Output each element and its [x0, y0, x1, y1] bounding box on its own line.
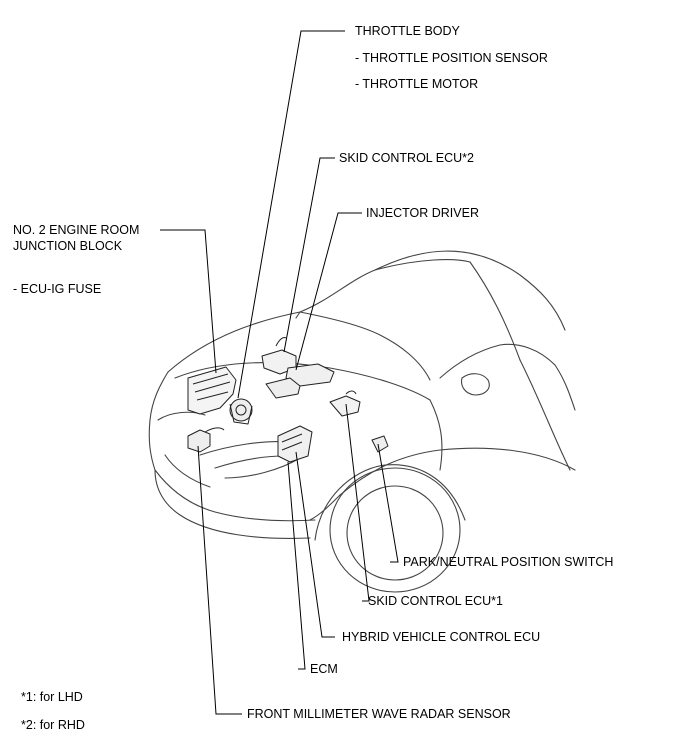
leader-skid-control-ecu-1	[345, 403, 370, 602]
components	[187, 337, 389, 463]
label-ecm: ECM	[310, 662, 338, 676]
label-skid-control-ecu-2: SKID CONTROL ECU*2	[339, 151, 474, 165]
label-hybrid-vehicle-control-ecu: HYBRID VEHICLE CONTROL ECU	[342, 630, 541, 644]
leader-lines	[160, 30, 399, 715]
leader-ecm	[287, 461, 306, 670]
vehicle-outline	[148, 250, 576, 593]
leader-skid-control-ecu-2	[283, 157, 335, 353]
leader-radar-sensor	[197, 445, 242, 715]
injector-driver-part	[265, 363, 335, 399]
label-front-mmw-radar-sensor: FRONT MILLIMETER WAVE RADAR SENSOR	[247, 707, 511, 721]
note-rhd: *2: for RHD	[21, 718, 85, 732]
label-throttle-body: THROTTLE BODY	[355, 24, 460, 38]
leader-park-neutral-switch	[377, 443, 399, 563]
label-throttle-motor: - THROTTLE MOTOR	[355, 77, 479, 91]
radar-sensor-part	[187, 427, 225, 453]
throttle-body-part	[229, 398, 253, 425]
junction-block-part	[187, 366, 237, 415]
label-junction-block-line2: JUNCTION BLOCK	[13, 239, 123, 253]
label-throttle-position-sensor: - THROTTLE POSITION SENSOR	[355, 51, 548, 65]
ecm-part	[277, 425, 313, 463]
leader-junction-block	[160, 229, 217, 374]
label-injector-driver: INJECTOR DRIVER	[366, 206, 479, 220]
leader-injector-driver	[295, 212, 362, 371]
label-junction-block-line1: NO. 2 ENGINE ROOM	[13, 223, 140, 237]
label-skid-control-ecu-1: SKID CONTROL ECU*1	[368, 594, 503, 608]
note-lhd: *1: for LHD	[21, 690, 83, 704]
leader-hybrid-vehicle-ecu	[295, 451, 335, 638]
label-ecu-ig-fuse: - ECU-IG FUSE	[13, 282, 102, 296]
park-neutral-switch-part	[371, 435, 389, 453]
leader-throttle-body	[237, 30, 345, 399]
skid-control-ecu-1-part	[329, 390, 361, 417]
label-park-neutral-switch: PARK/NEUTRAL POSITION SWITCH	[403, 555, 614, 569]
